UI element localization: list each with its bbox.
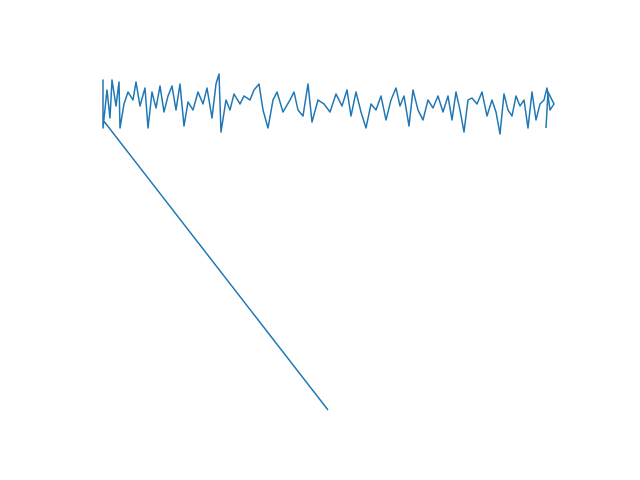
series-line-0 — [102, 73, 555, 411]
